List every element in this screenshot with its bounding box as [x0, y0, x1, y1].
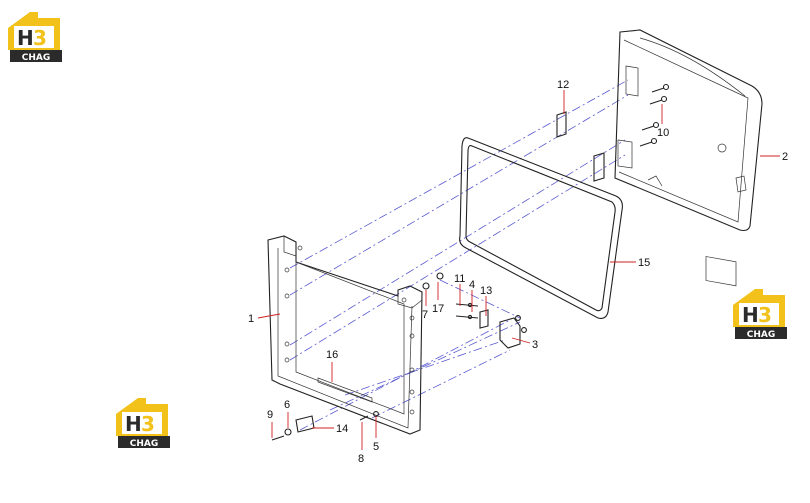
logo-band	[735, 327, 787, 339]
logo-band	[10, 50, 62, 62]
rear-panel-fold	[639, 37, 746, 97]
centerline	[289, 94, 629, 296]
rear-panel	[614, 29, 763, 287]
logo-window	[739, 303, 779, 325]
logo-top-left: H 3 CHAG	[8, 12, 62, 63]
callout-5: 5	[373, 441, 379, 453]
logo-wordmark: CHAG	[22, 53, 51, 63]
rear-panel-tab	[647, 175, 663, 187]
screw-11	[455, 303, 479, 307]
bracket-3	[499, 315, 527, 349]
centerline	[289, 79, 629, 269]
centerline	[299, 319, 511, 431]
rear-panel-outline	[614, 29, 763, 232]
logo-window	[122, 412, 162, 434]
callout-14: 14	[336, 423, 348, 435]
centerline	[289, 139, 626, 346]
seal-frame	[459, 137, 623, 319]
logo-right: H 3 CHAG	[733, 289, 787, 340]
bolt	[639, 137, 658, 147]
main-frame-ear-left	[283, 236, 297, 257]
callout-12: 12	[557, 79, 569, 91]
bolt	[651, 83, 670, 93]
logo-wordmark: CHAG	[130, 439, 159, 449]
bolt	[641, 121, 660, 131]
main-frame-ear-right	[397, 290, 423, 309]
logo-bottom-left: H 3 CHAG	[116, 398, 170, 449]
callouts: 1 2 3 4 5 6 7 8 9 10 11 12 13 14 15 16 1…	[248, 79, 788, 465]
centerline	[289, 154, 626, 361]
hardware-17	[422, 272, 444, 290]
main-frame-slot	[317, 377, 373, 403]
centerline	[329, 321, 521, 411]
callout-16: 16	[326, 349, 338, 361]
logo-letter: H	[742, 303, 759, 327]
seal-frame-inner	[465, 145, 616, 312]
screw-4	[455, 315, 479, 319]
callout-11: 11	[454, 273, 465, 285]
logo-window	[14, 26, 54, 48]
callout-9: 9	[267, 409, 273, 421]
callout-2: 2	[782, 151, 788, 163]
washer-7	[422, 282, 430, 290]
rear-panel-plate	[705, 256, 737, 287]
main-frame	[267, 235, 423, 435]
centerline	[344, 339, 506, 396]
rear-panel-hole	[717, 143, 727, 153]
rear-panel-inner-edge	[618, 39, 749, 223]
leader-lines	[257, 90, 780, 450]
assembly-centerlines	[289, 79, 629, 431]
seal-frame-outer	[459, 137, 623, 319]
logo-accent: 3	[758, 303, 772, 327]
bracket-12	[556, 111, 605, 182]
plate-13	[479, 309, 489, 329]
logo-letter: H	[125, 412, 142, 436]
centerline	[371, 349, 511, 419]
rear-panel-bracket-lower	[617, 139, 633, 169]
bolts-group-10	[639, 83, 670, 147]
callout-6: 6	[284, 399, 290, 411]
logo-letter: H	[17, 26, 34, 50]
callout-7: 7	[422, 309, 428, 321]
nut-17	[436, 272, 444, 280]
callout-8: 8	[358, 453, 364, 465]
rear-panel-latch	[735, 175, 747, 193]
callout-17: 17	[432, 303, 444, 315]
logo-band	[118, 436, 170, 448]
leader-3	[511, 337, 531, 344]
bracket-3-body	[499, 317, 521, 349]
logo-accent: 3	[33, 26, 47, 50]
main-frame-opening	[295, 261, 405, 415]
logo-wordmark: CHAG	[747, 330, 776, 340]
callout-4: 4	[469, 279, 475, 291]
main-frame-outline	[267, 235, 423, 435]
bracket-12-plate	[556, 111, 567, 138]
callout-3: 3	[532, 339, 538, 351]
main-frame-holes	[284, 245, 415, 415]
pin-8	[359, 415, 369, 421]
rear-panel-bracket-upper	[625, 65, 639, 97]
callout-15: 15	[638, 257, 650, 269]
bolt	[649, 95, 668, 105]
bracket-12-plate-lower	[593, 152, 605, 182]
centerline	[439, 279, 521, 319]
main-frame-inner-edge	[277, 248, 413, 429]
nut-6	[284, 428, 292, 436]
callout-10: 10	[657, 127, 669, 139]
callout-13: 13	[480, 285, 492, 297]
logo-accent: 3	[141, 412, 155, 436]
bolt-9	[271, 435, 285, 441]
callout-1: 1	[248, 313, 254, 325]
leader-1	[257, 313, 281, 319]
